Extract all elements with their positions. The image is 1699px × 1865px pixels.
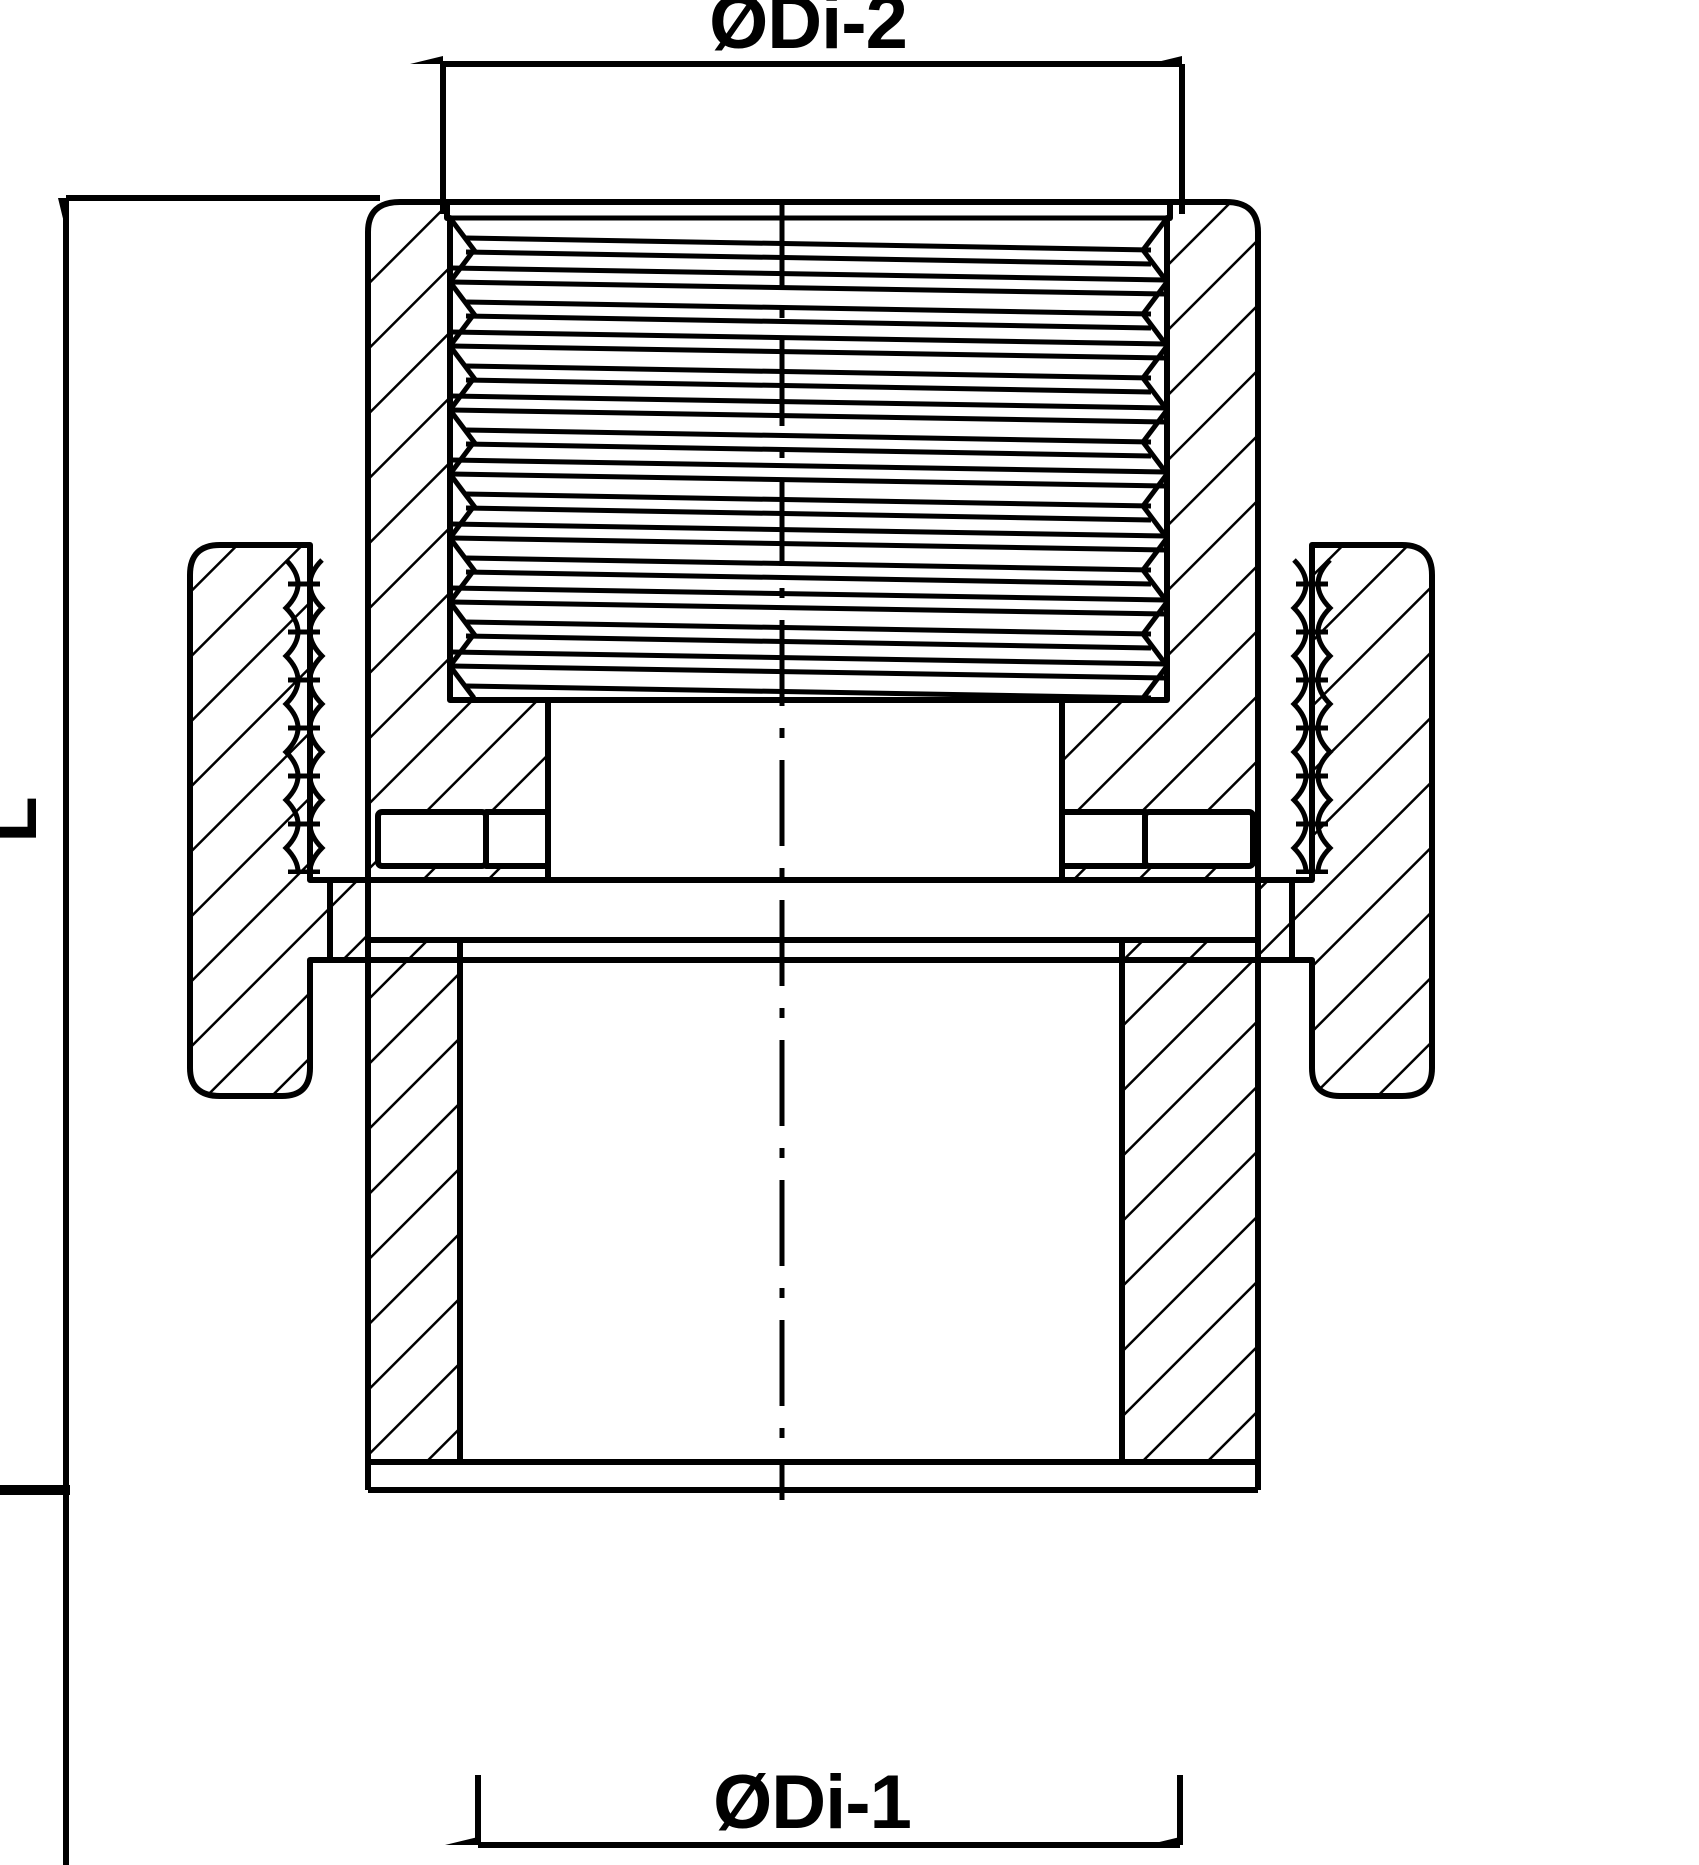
hatch-right-flange <box>1289 542 1435 1099</box>
relief-notches <box>375 809 1256 869</box>
dim-top-label: ØDi-2 <box>709 0 907 65</box>
upper-thread-profile <box>448 215 1168 700</box>
thread-right-flank <box>1139 216 1168 700</box>
dimension-bottom: ØDi-1 <box>445 1760 1183 1853</box>
dim-bottom-label: ØDi-1 <box>713 1760 911 1845</box>
bore-outlines <box>330 697 1292 1493</box>
notch-left <box>375 809 489 869</box>
dimension-left: L <box>0 195 380 1865</box>
dimension-top: ØDi-2 <box>410 0 1185 214</box>
dim-left-label: L <box>0 797 53 842</box>
thread-helix-lines <box>451 235 1166 700</box>
notch-right <box>1142 809 1256 869</box>
right-side-thread <box>1290 558 1334 874</box>
left-side-thread <box>282 558 326 874</box>
